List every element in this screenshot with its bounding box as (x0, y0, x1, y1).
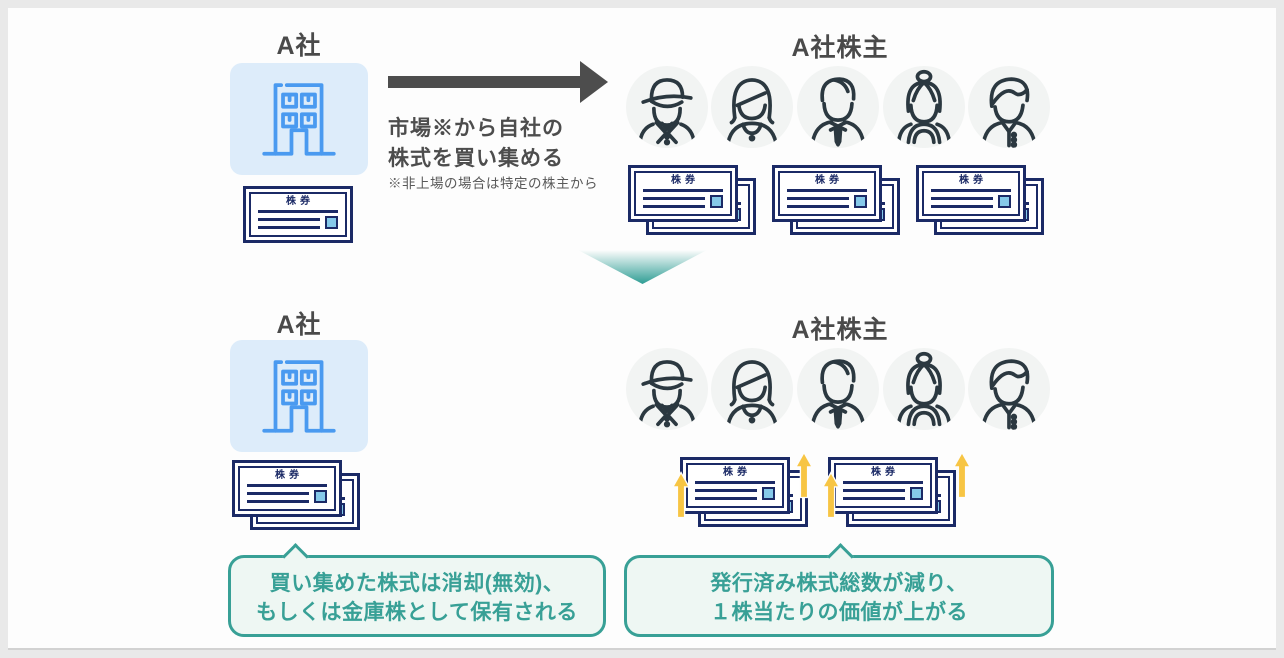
company-building-card-bottom (230, 340, 368, 452)
certificate-stack: 株券 株券 (916, 165, 1044, 236)
seal-square-icon (998, 194, 1011, 208)
up-arrow-icon (953, 451, 971, 499)
callout-pointer (282, 543, 309, 570)
elderly-man-icon (626, 66, 708, 148)
elderly-woman-icon (883, 348, 965, 430)
callout-pointer (827, 543, 854, 570)
woman-icon (711, 66, 793, 148)
young-man-icon (968, 66, 1050, 148)
company-title-top: A社 (276, 32, 322, 60)
certificate-stack: 株券 株券 (772, 165, 900, 236)
stock-certificate: 株券 (243, 186, 353, 243)
company-title-bottom: A社 (276, 311, 322, 339)
seal-square-icon (314, 489, 327, 503)
shareholders-title-bottom: A社株主 (791, 316, 889, 344)
right-arrow-head (580, 61, 608, 103)
up-arrow-icon (672, 471, 690, 519)
young-man-icon (968, 348, 1050, 430)
seal-square-icon (325, 215, 338, 229)
woman-icon (711, 348, 793, 430)
certificate-stack: 株券 株券 (680, 457, 808, 528)
shareholders-title-top: A社株主 (791, 34, 889, 62)
building-icon (262, 83, 336, 156)
seal-square-icon (854, 194, 867, 208)
certificate-stack: 株券 株券 (628, 165, 756, 236)
elderly-man-icon (626, 348, 708, 430)
right-arrow-icon (388, 76, 582, 88)
up-arrow-icon (822, 471, 840, 519)
seal-square-icon (710, 194, 723, 208)
company-building-card-top (230, 63, 368, 175)
callout-treasury-note: 買い集めた株式は消却(無効)、 もしくは金庫株として保有される (228, 543, 606, 637)
down-chevron-icon (578, 250, 707, 284)
diagram-panel: A社 株券 市場※から自社の 株式を買い集める ※非上場の場合は特定の株主から … (8, 8, 1276, 650)
building-icon (262, 360, 336, 433)
man-necktie-icon (797, 348, 879, 430)
buyback-footnote: ※非上場の場合は特定の株主から (388, 176, 598, 191)
buyback-description: 市場※から自社の 株式を買い集める (388, 117, 564, 170)
callout-value-note: 発行済み株式総数が減り、 １株当たりの価値が上がる (624, 543, 1054, 637)
treasury-certificate-stack: 株券 株券 (232, 460, 360, 531)
man-necktie-icon (797, 66, 879, 148)
seal-square-icon (910, 486, 923, 500)
certificate-stack: 株券 株券 (828, 457, 956, 528)
elderly-woman-icon (883, 66, 965, 148)
up-arrow-icon (795, 451, 813, 499)
seal-square-icon (762, 486, 775, 500)
